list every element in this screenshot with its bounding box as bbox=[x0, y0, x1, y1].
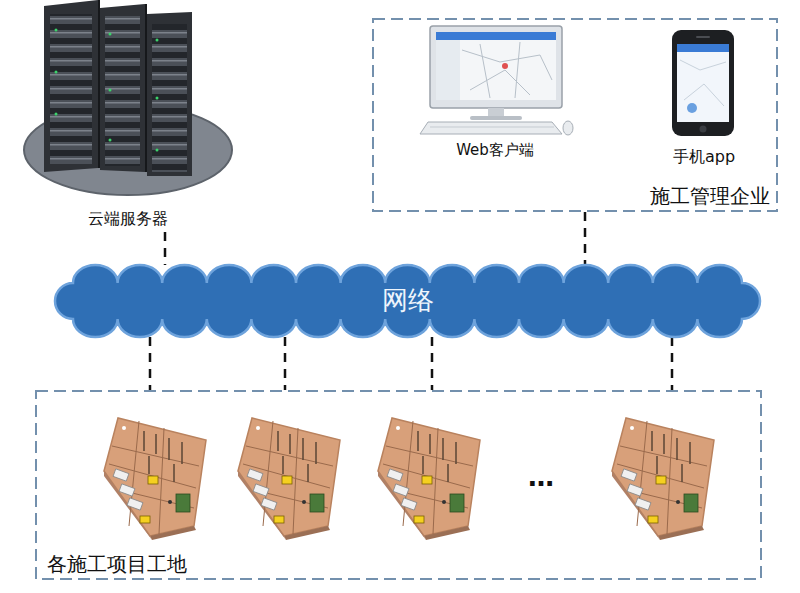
node-label: 施工管理企业 bbox=[650, 184, 770, 208]
dashed-connector bbox=[584, 212, 587, 265]
dashed-connector bbox=[431, 337, 434, 390]
node-label: 云端服务器 bbox=[88, 209, 168, 228]
node-label: 各施工项目工地 bbox=[47, 552, 187, 576]
dashed-connector bbox=[284, 337, 287, 390]
client-node: 手机app bbox=[660, 23, 748, 170]
ellipsis-label: … bbox=[528, 462, 554, 492]
server-node: 云端服务器 bbox=[20, 0, 235, 232]
dashed-border bbox=[372, 18, 778, 212]
node-label: Web客户端 bbox=[456, 141, 534, 159]
dashed-border bbox=[35, 390, 762, 580]
client-node: Web客户端 bbox=[415, 23, 575, 163]
dashed-connector bbox=[671, 337, 674, 390]
cloud-label: 网络 bbox=[382, 285, 434, 316]
dashed-connector bbox=[164, 232, 167, 265]
dashed-connector bbox=[149, 337, 152, 390]
node-label: 手机app bbox=[673, 147, 735, 166]
network-cloud: 网络 bbox=[55, 265, 760, 337]
group-box: 各施工项目工地 bbox=[35, 390, 762, 580]
group-box: 施工管理企业 Web客户端 手机app bbox=[372, 18, 778, 212]
